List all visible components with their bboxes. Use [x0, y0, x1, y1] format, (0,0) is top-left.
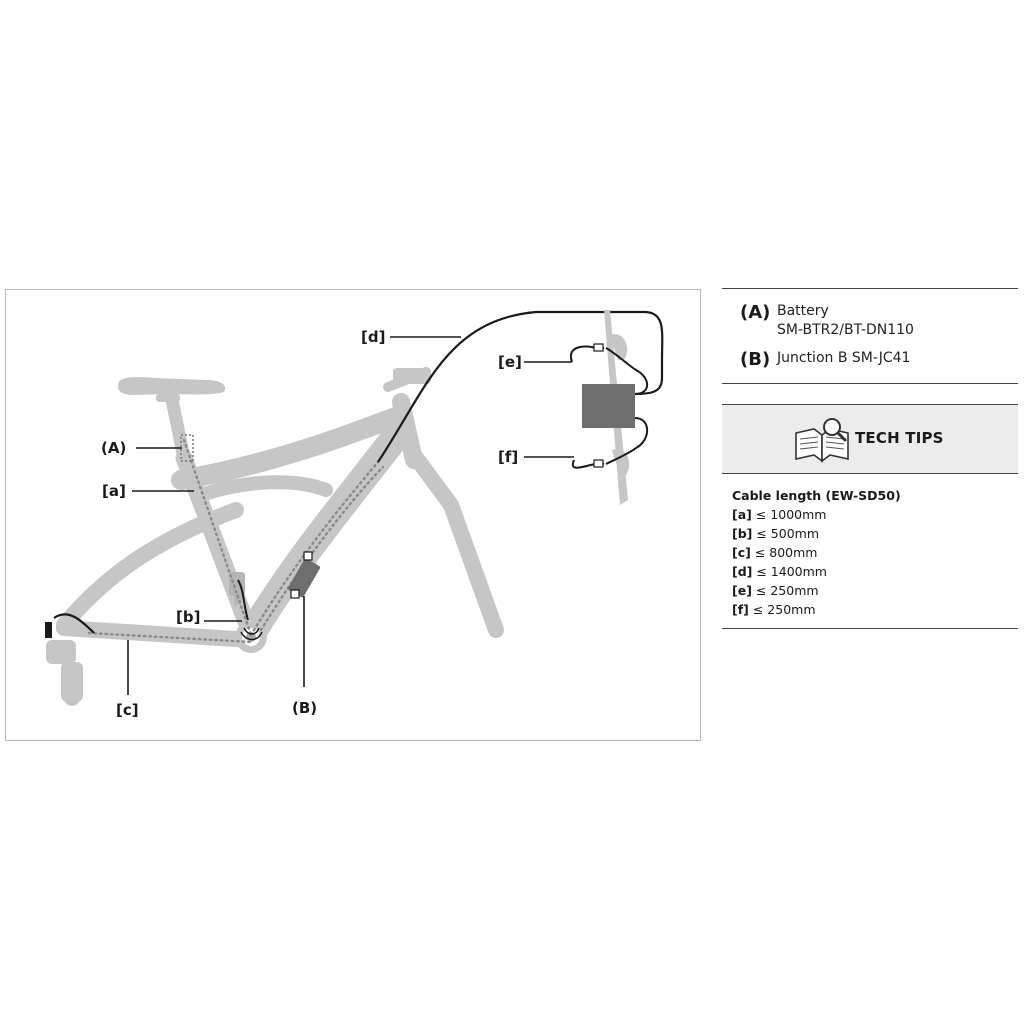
spec-row: [f] ≤ 250mm [732, 602, 816, 617]
spec-value: ≤ 250mm [755, 583, 819, 598]
callout-junction-b: (B) [292, 699, 318, 717]
legend-key: (A) [740, 302, 771, 323]
spec-row: [d] ≤ 1400mm [732, 564, 827, 579]
chainstay [56, 620, 259, 648]
legend-item-battery: (A) Battery SM-BTR2/BT-DN110 [740, 302, 914, 340]
callout-cable-c: [c] [116, 701, 139, 719]
seatstay [56, 502, 244, 633]
spec-row: [e] ≤ 250mm [732, 583, 819, 598]
spec-key: [a] [732, 507, 752, 522]
spec-key: [b] [732, 526, 753, 541]
legend-text-line2: SM-BTR2/BT-DN110 [777, 322, 914, 338]
callout-cable-d: [d] [361, 328, 386, 346]
bike-wiring-diagram: (A) [a] [b] [c] (B) [d] [e] [f] [5, 289, 701, 741]
battery-component [180, 434, 194, 462]
spec-value: ≤ 1400mm [756, 564, 827, 579]
callout-cable-b: [b] [176, 608, 201, 626]
legend-text-line1: Battery [777, 303, 829, 319]
legend-key: (B) [740, 349, 771, 370]
cable-length-spec: Cable length (EW-SD50) [a] ≤ 1000mm [b] … [722, 484, 1018, 629]
spec-row: [a] ≤ 1000mm [732, 507, 826, 522]
spec-value: ≤ 250mm [752, 602, 816, 617]
spec-key: [e] [732, 583, 752, 598]
component-legend: (A) Battery SM-BTR2/BT-DN110 (B) Junctio… [722, 288, 1018, 384]
spec-value: ≤ 800mm [754, 545, 818, 560]
junction-b-component [287, 551, 321, 599]
spec-value: ≤ 500mm [756, 526, 820, 541]
callout-battery: (A) [101, 439, 127, 457]
cable-d [377, 310, 664, 463]
book-magnifier-icon [792, 415, 850, 468]
saddle [117, 377, 226, 395]
spec-key: [d] [732, 564, 753, 579]
bike-frame-illustration [45, 310, 664, 706]
callout-cable-e: [e] [498, 353, 522, 371]
callout-cable-a: [a] [102, 482, 126, 500]
spec-key: [c] [732, 545, 751, 560]
spec-value: ≤ 1000mm [755, 507, 827, 522]
tech-tips-banner: TECH TIPS [722, 404, 1018, 474]
spec-key: [f] [732, 602, 749, 617]
top-tube [171, 405, 411, 490]
junction-a-box [582, 384, 635, 428]
spec-row: [b] ≤ 500mm [732, 526, 819, 541]
spec-row: [c] ≤ 800mm [732, 545, 818, 560]
callout-cable-f: [f] [498, 448, 519, 466]
tech-tips-title: TECH TIPS [855, 429, 944, 447]
fork [443, 497, 504, 638]
cable-spec-title: Cable length (EW-SD50) [732, 488, 901, 503]
legend-text-line1: Junction B SM-JC41 [777, 350, 911, 366]
legend-item-junction: (B) Junction B SM-JC41 [740, 349, 910, 370]
